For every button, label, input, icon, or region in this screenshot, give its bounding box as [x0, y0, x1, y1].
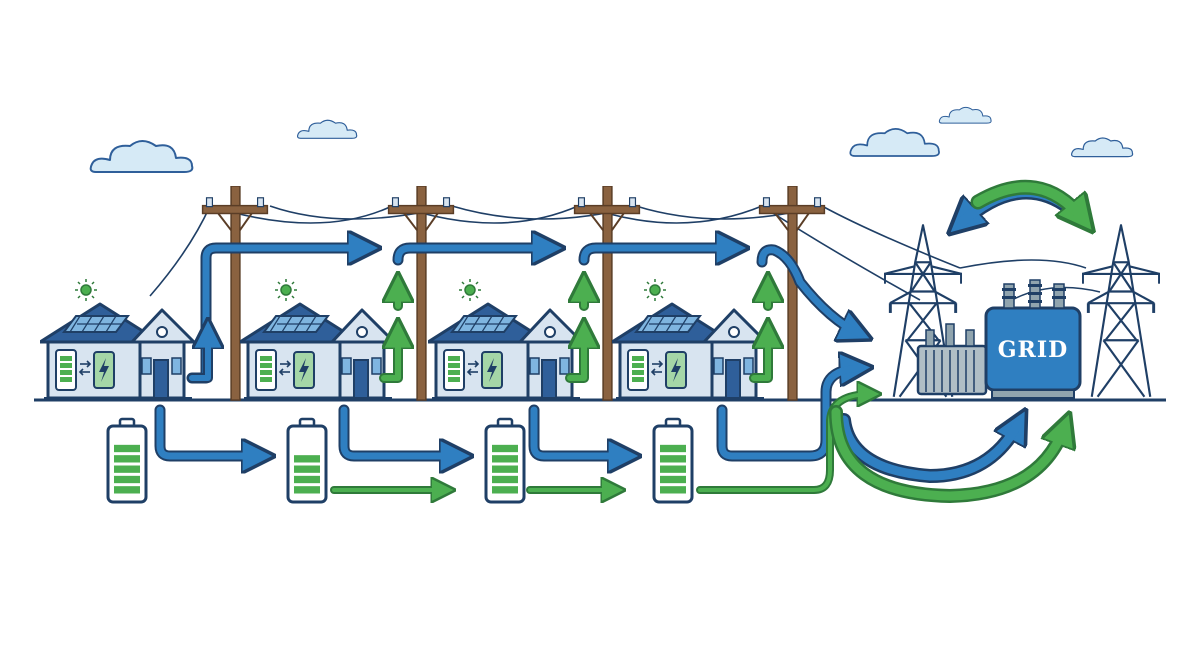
- grid-return-arrows: [829, 412, 1064, 504]
- house-with-solar-icon: [240, 302, 396, 402]
- battery-charge-segment: [492, 444, 518, 453]
- battery-charge-segment: [660, 455, 686, 463]
- battery-icon: [652, 417, 694, 504]
- sun-icon: [74, 278, 98, 302]
- battery-charge-segment: [492, 465, 518, 473]
- sun-icon: [458, 278, 482, 302]
- battery-charge-segment: [660, 444, 686, 453]
- battery-charge-segment: [114, 455, 140, 463]
- transformer-icon: [916, 323, 988, 396]
- cloud-icon: [938, 106, 992, 124]
- battery-icon: [286, 417, 328, 504]
- house-with-solar-icon: [612, 302, 768, 402]
- battery-charge-segment: [492, 486, 518, 494]
- battery-charge-segment: [492, 455, 518, 463]
- house-with-solar-icon: [428, 302, 584, 402]
- battery-charge-segment: [294, 475, 320, 484]
- battery-icon: [484, 417, 526, 504]
- battery-charge-segment: [294, 465, 320, 473]
- sun-icon: [274, 278, 298, 302]
- battery-energy-flow: [154, 368, 872, 490]
- battery-charge-segment: [660, 475, 686, 484]
- clouds: [89, 106, 1134, 173]
- battery-charge-segment: [660, 486, 686, 494]
- battery-charge-segment: [294, 486, 320, 494]
- battery-charge-segment: [294, 455, 320, 463]
- house-upward-flow: [379, 284, 768, 383]
- house-with-solar-icon: [40, 302, 196, 402]
- grid-label: GRID: [998, 337, 1068, 363]
- cloud-icon: [849, 128, 940, 157]
- upper-energy-flow: [186, 248, 860, 384]
- cloud-icon: [296, 119, 358, 139]
- battery-icon: [106, 417, 148, 504]
- battery-charge-segment: [660, 465, 686, 473]
- grid-box: GRID: [984, 279, 1082, 399]
- grid-substation: GRID: [884, 224, 1160, 399]
- cloud-icon: [1070, 137, 1134, 158]
- sun-icon: [643, 278, 667, 302]
- battery-charge-segment: [114, 486, 140, 494]
- battery-charge-segment: [114, 444, 140, 453]
- batteries: [106, 417, 694, 504]
- battery-charge-segment: [114, 465, 140, 473]
- transmission-tower-icon: [1082, 224, 1160, 398]
- grid-exchange-arrows: [962, 179, 1082, 222]
- cloud-icon: [89, 140, 194, 173]
- battery-charge-segment: [492, 475, 518, 484]
- battery-charge-segment: [114, 475, 140, 484]
